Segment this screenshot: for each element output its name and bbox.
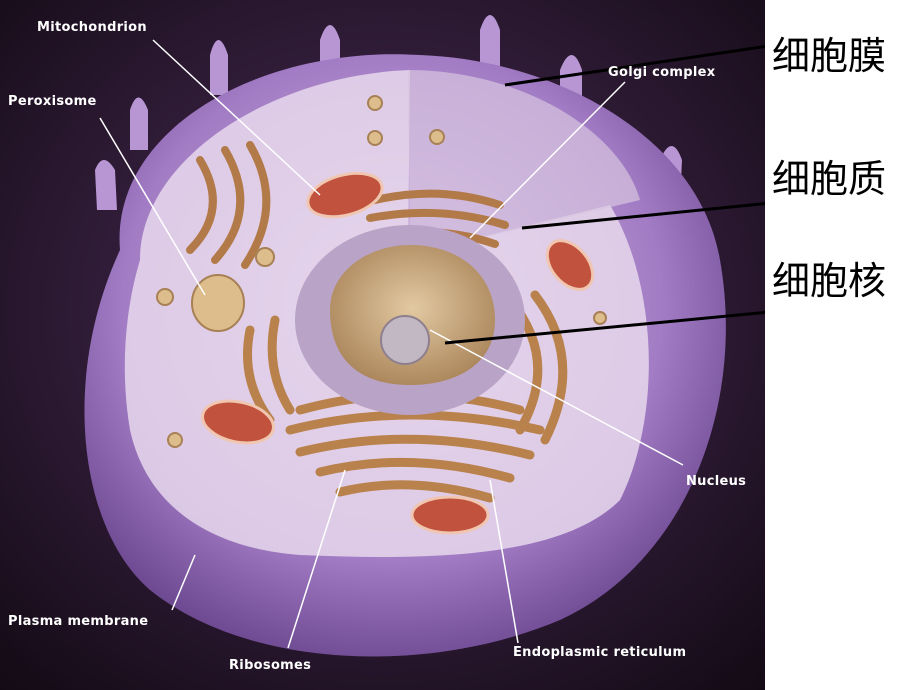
label-mitochondrion: Mitochondrion (37, 20, 147, 35)
label-cell-nucleus-cn: 细胞核 (772, 259, 887, 303)
chinese-leader-lines (444, 44, 765, 345)
label-cytoplasm-cn: 细胞质 (772, 157, 887, 201)
label-ribosomes: Ribosomes (229, 658, 312, 673)
label-plasma-membrane: Plasma membrane (8, 614, 149, 629)
mitochondria (201, 171, 595, 535)
nucleus-shape (295, 225, 525, 415)
label-peroxisome: Peroxisome (8, 94, 97, 109)
vesicles (156, 95, 607, 448)
label-cell-membrane-cn: 细胞膜 (772, 34, 887, 78)
label-golgi-complex: Golgi complex (608, 65, 716, 80)
leader-lines (99, 39, 684, 649)
cell-diagram (0, 0, 765, 690)
peroxisome-shape (191, 274, 245, 332)
label-endoplasmic-reticulum: Endoplasmic reticulum (513, 645, 687, 660)
label-nucleus: Nucleus (686, 474, 747, 489)
nucleolus (380, 315, 430, 365)
